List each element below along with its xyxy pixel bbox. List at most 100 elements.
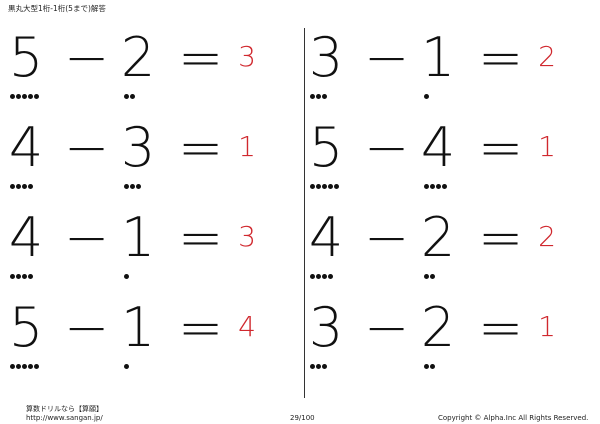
operand-2: 2	[420, 296, 456, 359]
minus-sign: −	[364, 296, 410, 359]
counting-dot	[16, 184, 21, 189]
problem-left-3: 4−1=3	[8, 208, 298, 298]
counting-dot	[130, 94, 135, 99]
counting-dot	[310, 274, 315, 279]
operand-1: 5	[8, 296, 44, 359]
counting-dot	[316, 184, 321, 189]
answer: 1	[538, 130, 556, 163]
operand-2: 2	[420, 206, 456, 269]
counting-dot	[316, 274, 321, 279]
counting-dot	[22, 274, 27, 279]
counting-dot	[316, 364, 321, 369]
counting-dot	[22, 184, 27, 189]
operand-1: 4	[8, 206, 44, 269]
counting-dot	[28, 184, 33, 189]
counting-dot	[424, 274, 429, 279]
minus-sign: −	[364, 116, 410, 179]
equals-sign: =	[478, 206, 524, 269]
counting-dot	[28, 94, 33, 99]
equals-sign: =	[178, 206, 224, 269]
counting-dot	[436, 184, 441, 189]
counting-dot	[430, 364, 435, 369]
counting-dot	[310, 184, 315, 189]
problem-left-2: 4−3=1	[8, 118, 298, 208]
equals-sign: =	[478, 26, 524, 89]
counting-dot	[328, 274, 333, 279]
minus-sign: −	[364, 26, 410, 89]
equals-sign: =	[478, 296, 524, 359]
operand-2: 2	[120, 26, 156, 89]
counting-dot	[322, 274, 327, 279]
counting-dot	[28, 274, 33, 279]
operand-2-dots	[424, 264, 436, 279]
answer: 1	[238, 130, 256, 163]
operand-1: 5	[308, 116, 344, 179]
footer-url[interactable]: http://www.sangan.jp/	[26, 414, 103, 422]
counting-dot	[310, 94, 315, 99]
counting-dot	[28, 364, 33, 369]
counting-dot	[10, 94, 15, 99]
operand-1-dots	[10, 174, 34, 189]
counting-dot	[10, 274, 15, 279]
counting-dot	[442, 184, 447, 189]
counting-dot	[430, 184, 435, 189]
operand-2-dots	[124, 354, 130, 369]
counting-dot	[16, 94, 21, 99]
operand-1-dots	[310, 354, 328, 369]
operand-2-dots	[124, 264, 130, 279]
equals-sign: =	[178, 26, 224, 89]
page-number: 29/100	[290, 414, 315, 422]
minus-sign: −	[64, 206, 110, 269]
operand-1-dots	[10, 354, 40, 369]
operand-1-dots	[10, 264, 34, 279]
operand-1: 4	[308, 206, 344, 269]
counting-dot	[16, 274, 21, 279]
counting-dot	[22, 364, 27, 369]
counting-dot	[124, 94, 129, 99]
operand-1: 3	[308, 26, 344, 89]
counting-dot	[334, 184, 339, 189]
minus-sign: −	[64, 296, 110, 359]
operand-2: 3	[120, 116, 156, 179]
operand-1: 3	[308, 296, 344, 359]
counting-dot	[16, 364, 21, 369]
problem-right-1: 3−1 = 2	[308, 28, 598, 118]
counting-dot	[316, 94, 321, 99]
counting-dot	[322, 184, 327, 189]
counting-dot	[424, 184, 429, 189]
problem-right-3: 4−2=2	[308, 208, 598, 298]
equals-sign: =	[178, 296, 224, 359]
counting-dot	[130, 184, 135, 189]
operand-2-dots	[124, 84, 136, 99]
counting-dot	[322, 94, 327, 99]
counting-dot	[34, 94, 39, 99]
answer: 3	[238, 40, 256, 73]
page-title: 黒丸大型1桁-1桁(5まで)解答	[8, 4, 106, 13]
counting-dot	[124, 184, 129, 189]
counting-dot	[310, 364, 315, 369]
operand-1-dots	[310, 264, 334, 279]
answer: 1	[538, 310, 556, 343]
operand-2-dots	[424, 84, 430, 99]
answer: 3	[238, 220, 256, 253]
answer: 2	[538, 40, 556, 73]
operand-2: 4	[420, 116, 456, 179]
operand-2: 1	[120, 296, 156, 359]
operand-2-dots	[124, 174, 142, 189]
counting-dot	[124, 364, 129, 369]
counting-dot	[10, 364, 15, 369]
operand-2-dots	[424, 354, 436, 369]
operand-1: 4	[8, 116, 44, 179]
counting-dot	[322, 364, 327, 369]
problem-left-1: 5−2=3	[8, 28, 298, 118]
counting-dot	[430, 274, 435, 279]
counting-dot	[34, 364, 39, 369]
operand-2: 1	[420, 26, 456, 89]
operand-1-dots	[310, 84, 328, 99]
counting-dot	[328, 184, 333, 189]
counting-dot	[424, 364, 429, 369]
footer-site-name: 算数ドリルなら【算願】	[26, 405, 103, 413]
counting-dot	[136, 184, 141, 189]
counting-dot	[10, 184, 15, 189]
counting-dot	[22, 94, 27, 99]
